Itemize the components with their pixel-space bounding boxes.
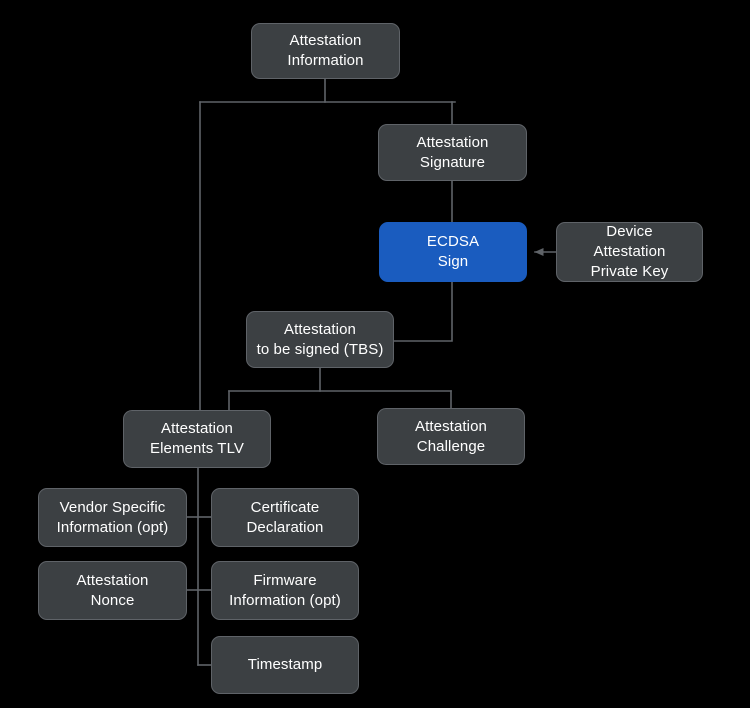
node-label-vendor-specific-information: Vendor Specific Information (opt)	[56, 498, 169, 536]
node-label-attestation-signature: Attestation Signature	[416, 133, 489, 171]
connector-ecdsa-to-tbs	[393, 281, 453, 342]
node-label-certificate-declaration: Certificate Declaration	[246, 498, 324, 536]
node-attestation-information[interactable]: Attestation Information	[251, 23, 400, 79]
node-attestation-elements-tlv[interactable]: Attestation Elements TLV	[123, 410, 271, 468]
node-label-device-attestation-private-key: Device Attestation Private Key	[590, 223, 669, 280]
node-timestamp[interactable]: Timestamp	[211, 636, 359, 694]
node-device-attestation-private-key[interactable]: Device Attestation Private Key	[556, 222, 703, 282]
node-label-attestation-elements-tlv: Attestation Elements TLV	[149, 420, 245, 457]
node-label-firmware-information: Firmware Information (opt)	[229, 571, 341, 609]
node-firmware-information[interactable]: Firmware Information (opt)	[211, 561, 359, 620]
node-vendor-specific-information[interactable]: Vendor Specific Information (opt)	[38, 488, 187, 547]
node-ecdsa-sign[interactable]: ECDSA Sign	[379, 222, 527, 282]
node-attestation-signature[interactable]: Attestation Signature	[378, 124, 527, 181]
node-attestation-challenge[interactable]: Attestation Challenge	[377, 408, 525, 465]
node-label-attestation-challenge: Attestation Challenge	[415, 417, 487, 455]
node-label-attestation-information: Attestation Information	[287, 32, 364, 69]
node-label-ecdsa-sign: ECDSA Sign	[426, 233, 480, 270]
node-label-attestation-tbs: Attestation to be signed (TBS)	[256, 320, 384, 358]
node-certificate-declaration[interactable]: Certificate Declaration	[211, 488, 359, 547]
node-attestation-tbs[interactable]: Attestation to be signed (TBS)	[246, 311, 394, 368]
node-attestation-nonce[interactable]: Attestation Nonce	[38, 561, 187, 620]
node-label-attestation-nonce: Attestation Nonce	[76, 571, 149, 609]
node-label-timestamp: Timestamp	[247, 656, 323, 673]
